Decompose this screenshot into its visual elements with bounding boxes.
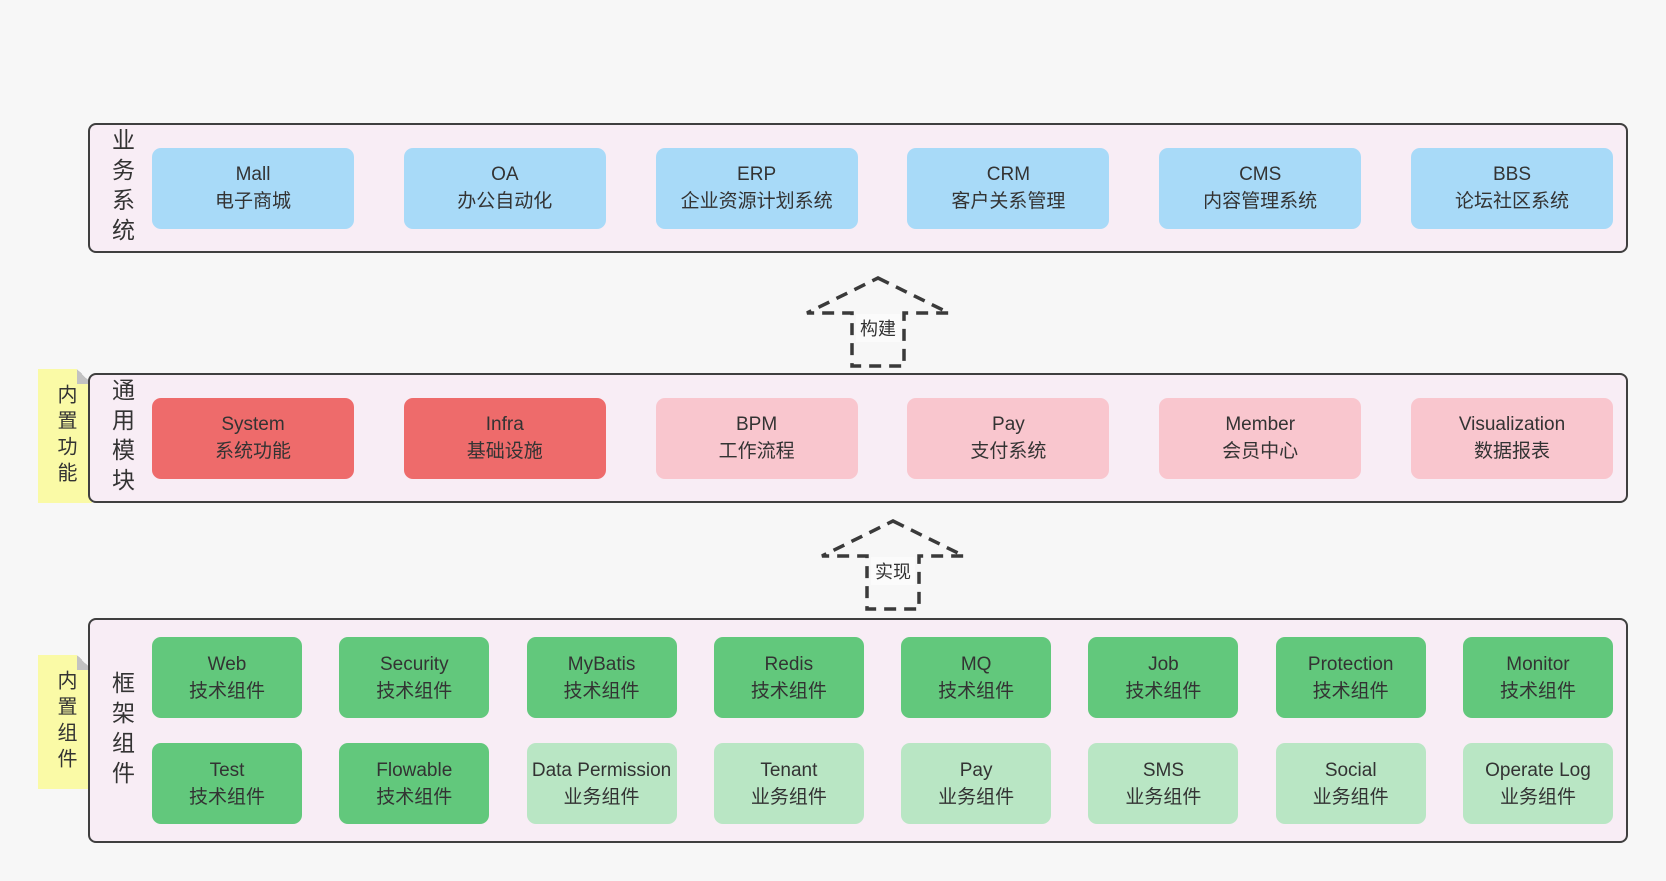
box-mybatis: MyBatis 技术组件 [526, 637, 677, 718]
box-flowable: Flowable 技术组件 [339, 743, 490, 824]
box-security: Security 技术组件 [339, 637, 490, 718]
box-mall: Mall 电子商城 [152, 147, 354, 229]
box-monitor: Monitor 技术组件 [1462, 637, 1613, 718]
box-pay-system: Pay 支付系统 [907, 397, 1110, 479]
note-built-in-components-label: 内置组件 [54, 670, 76, 774]
note-built-in-features: 内置功能 [38, 369, 92, 503]
box-visualization: Visualization 数据报表 [1410, 397, 1613, 479]
box-operate-log: Operate Log 业务组件 [1462, 743, 1613, 824]
box-job: Job 技术组件 [1088, 637, 1239, 718]
box-pay-component: Pay 业务组件 [901, 743, 1052, 824]
framework-row-1: Web 技术组件 Security 技术组件 MyBatis 技术组件 Redi… [152, 637, 1613, 718]
note-built-in-components: 内置组件 [38, 655, 92, 789]
box-crm: CRM 客户关系管理 [907, 147, 1110, 229]
box-sms: SMS 业务组件 [1088, 743, 1239, 824]
framework-row-2: Test 技术组件 Flowable 技术组件 Data Permission … [152, 743, 1613, 824]
box-redis: Redis 技术组件 [713, 637, 864, 718]
box-bpm: BPM 工作流程 [655, 397, 858, 479]
implement-arrow-label: 实现 [871, 557, 915, 585]
box-test: Test 技术组件 [152, 743, 302, 824]
layer-business-systems-title: 业务系统 [108, 128, 135, 248]
implement-arrow: 实现 [820, 519, 966, 611]
up-arrow-icon [806, 276, 950, 368]
box-erp: ERP 企业资源计划系统 [655, 147, 858, 229]
layer-framework-components-title: 框架组件 [108, 670, 135, 791]
box-mq: MQ 技术组件 [901, 637, 1052, 718]
box-infra: Infra 基础设施 [403, 397, 606, 479]
box-bbs: BBS 论坛社区系统 [1410, 147, 1613, 229]
layer-common-modules-title: 通用模块 [108, 378, 135, 498]
framework-components-grid: Web 技术组件 Security 技术组件 MyBatis 技术组件 Redi… [152, 620, 1626, 841]
box-cms: CMS 内容管理系统 [1159, 147, 1362, 229]
layer-business-systems: 业务系统 Mall 电子商城 OA 办公自动化 ERP 企业资源计划系统 CRM… [88, 123, 1628, 253]
build-arrow: 构建 [805, 276, 951, 368]
layer-framework-components: 框架组件 Web 技术组件 Security 技术组件 MyBatis 技术组件… [88, 618, 1628, 843]
up-arrow-icon [821, 519, 965, 611]
common-modules-boxes: System 系统功能 Infra 基础设施 BPM 工作流程 Pay 支付系统… [152, 375, 1626, 501]
box-oa: OA 办公自动化 [403, 147, 606, 229]
box-data-permission: Data Permission 业务组件 [526, 743, 677, 824]
box-social: Social 业务组件 [1275, 743, 1426, 824]
note-built-in-features-label: 内置功能 [54, 384, 76, 488]
box-tenant: Tenant 业务组件 [713, 743, 864, 824]
box-member: Member 会员中心 [1159, 397, 1362, 479]
build-arrow-label: 构建 [856, 314, 900, 342]
box-system: System 系统功能 [152, 397, 354, 479]
business-systems-boxes: Mall 电子商城 OA 办公自动化 ERP 企业资源计划系统 CRM 客户关系… [152, 125, 1626, 251]
box-web: Web 技术组件 [152, 637, 302, 718]
box-protection: Protection 技术组件 [1275, 637, 1426, 718]
layer-common-modules: 通用模块 System 系统功能 Infra 基础设施 BPM 工作流程 Pay… [88, 373, 1628, 503]
